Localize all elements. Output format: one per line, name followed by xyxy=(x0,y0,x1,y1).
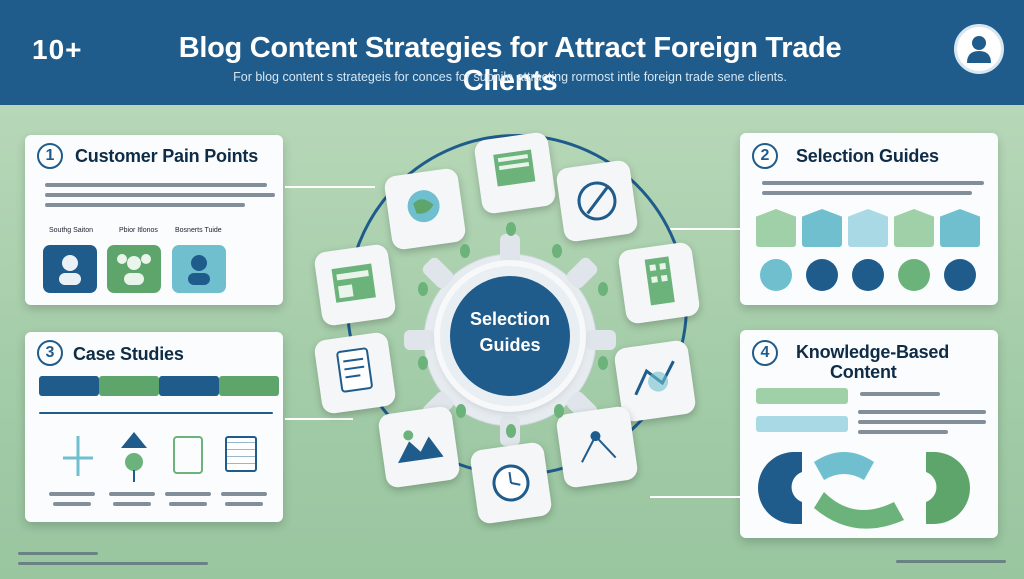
leaf-dot xyxy=(552,244,562,258)
leaf-dot xyxy=(460,244,470,258)
card-knowledge-based-content: 4 Knowledge-Based Content xyxy=(740,330,998,538)
text-line xyxy=(53,502,91,506)
text-line xyxy=(221,492,267,496)
map-icon[interactable] xyxy=(383,167,467,251)
card-selection-guides: 2 Selection Guides xyxy=(740,133,998,305)
guide-tag xyxy=(894,209,934,247)
card-number: 4 xyxy=(752,340,778,366)
guide-tag xyxy=(848,209,888,247)
case-icon-grid xyxy=(225,436,257,472)
text-line xyxy=(225,502,263,506)
text-line xyxy=(858,420,986,424)
text-line xyxy=(858,430,948,434)
compass-icon[interactable] xyxy=(555,159,639,243)
card-title-line2: Content xyxy=(830,362,897,382)
header-banner: 10+ Blog Content Strategies for Attract … xyxy=(0,0,1024,105)
guide-circle-icon xyxy=(852,259,884,291)
person-icon xyxy=(43,245,97,293)
guide-circle-icon xyxy=(760,259,792,291)
case-tab xyxy=(219,376,279,396)
building-icon[interactable] xyxy=(473,131,557,215)
case-tab xyxy=(39,376,99,396)
footer-line xyxy=(896,560,1006,563)
page-subtitle: For blog content s strategeis for conces… xyxy=(233,70,787,84)
leaf-dot xyxy=(456,404,466,418)
knowledge-tag xyxy=(756,416,848,432)
arrow-connector xyxy=(285,418,353,420)
knowledge-flow-diagram xyxy=(754,442,984,532)
text-line xyxy=(860,392,940,396)
guide-tag xyxy=(802,209,842,247)
card-title: Case Studies xyxy=(73,344,184,364)
text-line xyxy=(49,492,95,496)
text-line xyxy=(113,502,151,506)
leaf-dot xyxy=(418,282,428,296)
pain-label: Pbior Itlonos xyxy=(119,227,158,234)
hub-label-line2: Guides xyxy=(479,335,541,355)
text-line xyxy=(762,181,984,185)
hub-circle[interactable] xyxy=(440,266,580,406)
store-icon[interactable] xyxy=(313,243,397,327)
text-line xyxy=(109,492,155,496)
pain-label: Southg Saiton xyxy=(49,227,93,234)
card-number: 2 xyxy=(752,143,778,169)
leaf-dot xyxy=(598,282,608,296)
leaf-dot xyxy=(506,222,516,236)
arrow-connector xyxy=(285,186,375,188)
arrow-connector xyxy=(668,228,740,230)
card-title: Customer Pain Points xyxy=(75,146,259,166)
footer-line xyxy=(18,552,98,555)
card-title-line1: Knowledge-Based xyxy=(796,342,950,362)
support-icon xyxy=(172,245,226,293)
text-line xyxy=(169,502,207,506)
text-line xyxy=(45,183,267,187)
guide-tag xyxy=(756,209,796,247)
chart-map-icon[interactable] xyxy=(613,339,697,423)
leaf-dot xyxy=(598,356,608,370)
card-case-studies: 3 Case Studies xyxy=(25,332,283,522)
card-number: 3 xyxy=(37,340,63,366)
text-line xyxy=(45,203,245,207)
hub-label-line1: Selection xyxy=(469,309,551,329)
card-customer-pain-points: 1 Customer Pain Points Southg Saiton Pbi… xyxy=(25,135,283,305)
timeline-line xyxy=(39,412,273,414)
card-number: 1 xyxy=(37,143,63,169)
landscape-icon[interactable] xyxy=(377,405,461,489)
arrow-connector xyxy=(650,496,740,498)
text-line xyxy=(858,410,986,414)
clock-icon[interactable] xyxy=(469,441,553,525)
document-icon[interactable] xyxy=(313,331,397,415)
guide-circle-icon xyxy=(806,259,838,291)
user-icon[interactable] xyxy=(954,24,1004,74)
guide-circle-icon xyxy=(898,259,930,291)
pain-label: Bosnerts Tuide xyxy=(175,227,222,234)
header-number: 10+ xyxy=(32,34,83,65)
hub-label: Selection Guides xyxy=(440,306,580,358)
guide-tag xyxy=(940,209,980,247)
leaf-dot xyxy=(506,424,516,438)
text-line xyxy=(762,191,972,195)
footer-line xyxy=(18,562,208,565)
page-title: Blog Content Strategies for Attract Fore… xyxy=(178,32,842,97)
case-tab xyxy=(99,376,159,396)
network-icon[interactable] xyxy=(555,405,639,489)
case-icon-cross xyxy=(61,436,95,476)
case-icon-tree xyxy=(117,432,151,482)
guide-circle-icon xyxy=(944,259,976,291)
chat-icon xyxy=(107,245,161,293)
leaf-dot xyxy=(418,356,428,370)
text-line xyxy=(45,193,275,197)
text-line xyxy=(165,492,211,496)
knowledge-tag xyxy=(756,388,848,404)
case-tab xyxy=(159,376,219,396)
skyscraper-icon[interactable] xyxy=(617,241,701,325)
card-title: Selection Guides xyxy=(796,146,939,166)
case-icon-doc xyxy=(173,436,203,474)
leaf-dot xyxy=(554,404,564,418)
